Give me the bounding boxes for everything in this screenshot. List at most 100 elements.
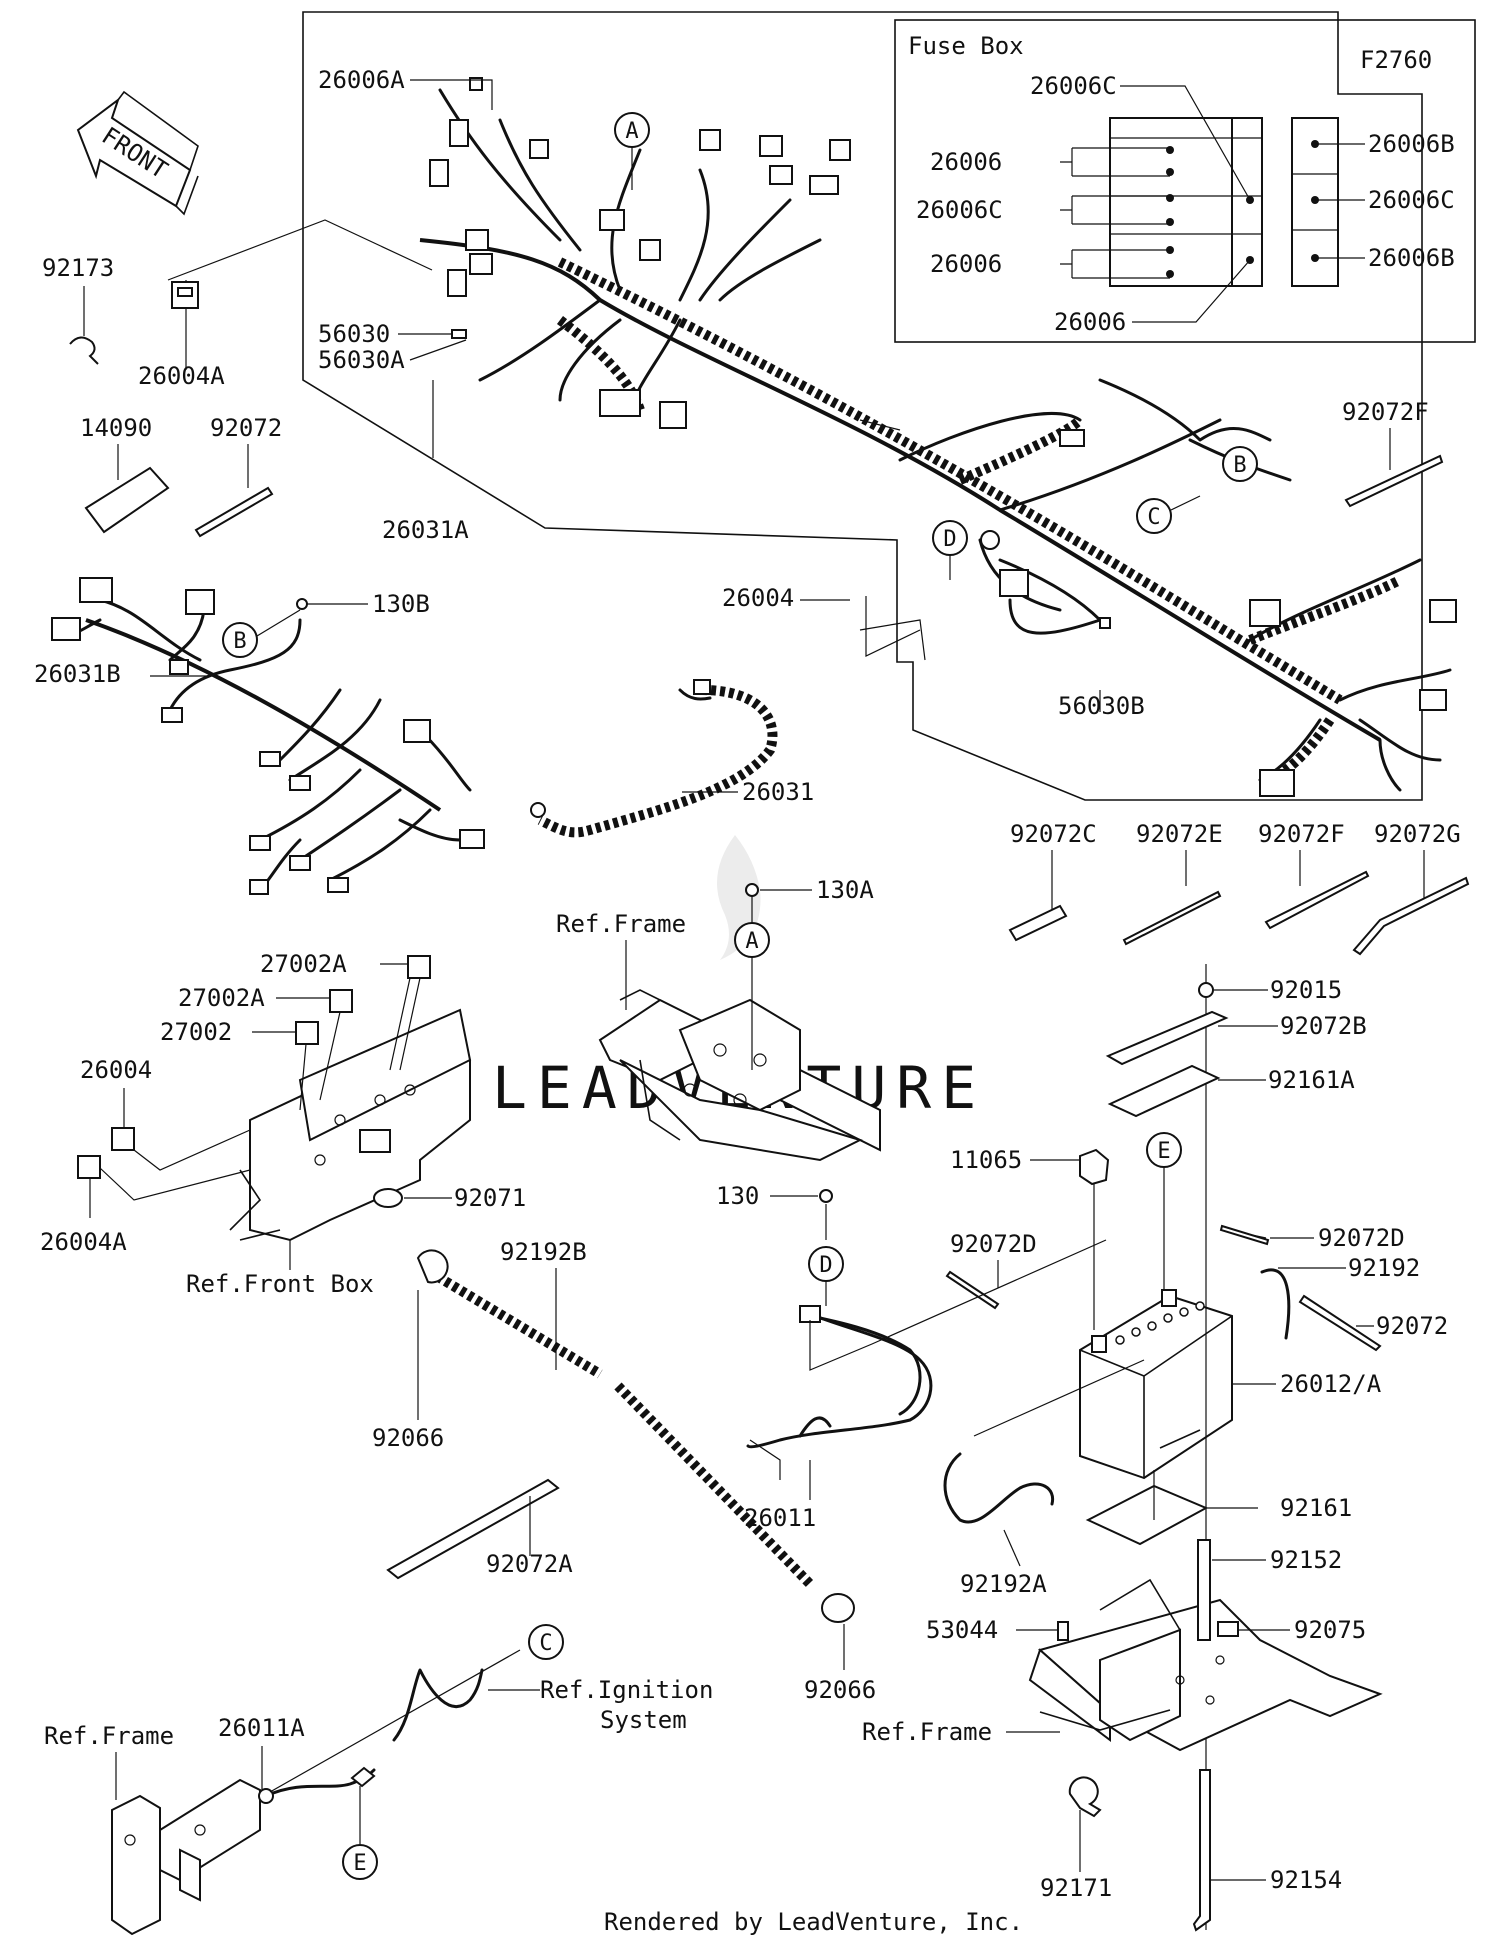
svg-text:E: E bbox=[1157, 1139, 1170, 1164]
ignition-cable bbox=[392, 1668, 484, 1742]
pad-92161 bbox=[1085, 1484, 1209, 1546]
label-92072F-top: 92072F bbox=[1342, 398, 1429, 426]
fuse-label-26006-bottom: 26006 bbox=[1054, 308, 1126, 336]
nut-92015 bbox=[1198, 982, 1214, 998]
fuse-label-26006c-top: 26006C bbox=[1030, 72, 1117, 100]
label-92072D: 92072D bbox=[950, 1230, 1037, 1258]
svg-text:A: A bbox=[745, 929, 758, 954]
callout-B-26031B: B bbox=[222, 622, 258, 658]
svg-text:B: B bbox=[1233, 453, 1246, 478]
fuse-label-26006c-mid: 26006C bbox=[916, 196, 1003, 224]
nut-92075 bbox=[1217, 1621, 1239, 1637]
callout-A-top: A bbox=[614, 112, 650, 148]
label-92171: 92171 bbox=[1040, 1874, 1112, 1902]
label-26011A: 26011A bbox=[218, 1714, 305, 1742]
harness-26031 bbox=[530, 679, 778, 838]
bolt-130A bbox=[745, 883, 759, 897]
tie-92072C bbox=[1008, 904, 1068, 942]
svg-text:A: A bbox=[625, 119, 638, 144]
fuse-label-26006b-1: 26006B bbox=[1368, 130, 1455, 158]
label-92072-top: 92072 bbox=[210, 414, 282, 442]
rod-92152 bbox=[1197, 1539, 1211, 1641]
label-92072A: 92072A bbox=[486, 1550, 573, 1578]
label-56030A: 56030A bbox=[318, 346, 405, 374]
label-130B: 130B bbox=[372, 590, 430, 618]
battery-tray-frame bbox=[1028, 1578, 1383, 1752]
label-92161: 92161 bbox=[1280, 1494, 1352, 1522]
ref-frame-bottom-right: Ref.Frame bbox=[862, 1718, 992, 1746]
bracket-11065 bbox=[1079, 1148, 1110, 1186]
label-92071: 92071 bbox=[454, 1184, 526, 1212]
callouts: A B C D A B D E C E bbox=[222, 112, 1258, 1880]
label-26004A-top: 26004A bbox=[138, 362, 225, 390]
label-26004-mid: 26004 bbox=[722, 584, 794, 612]
harness-26031B bbox=[51, 577, 485, 895]
ref-frame-bottom-left: Ref.Frame bbox=[44, 1722, 174, 1750]
label-26031: 26031 bbox=[742, 778, 814, 806]
ref-front-box: Ref.Front Box bbox=[186, 1270, 374, 1298]
tie-92072D-right bbox=[1219, 1224, 1270, 1246]
label-92072F: 92072F bbox=[1258, 820, 1345, 848]
label-27002: 27002 bbox=[160, 1018, 232, 1046]
fuse-box-section: Fuse Box 26006C 26006 26006C 26006 26006… bbox=[894, 19, 1476, 343]
connector-26004-left bbox=[111, 1127, 135, 1151]
label-92066-bottom: 92066 bbox=[804, 1676, 876, 1704]
front-box-drawing bbox=[229, 1008, 472, 1242]
battery-26012A bbox=[1079, 1289, 1233, 1480]
main-harness-26031A bbox=[419, 77, 1457, 797]
connector-26004A-top bbox=[171, 281, 199, 309]
tie-92072-top bbox=[194, 486, 274, 538]
tie-92072-right bbox=[1298, 1294, 1382, 1352]
cover-92192A bbox=[943, 1452, 1055, 1524]
label-56030B: 56030B bbox=[1058, 692, 1145, 720]
label-26006A: 26006A bbox=[318, 66, 405, 94]
svg-text:D: D bbox=[819, 1253, 832, 1278]
tie-92072G bbox=[1352, 876, 1470, 956]
callout-E-bottom: E bbox=[342, 1844, 378, 1880]
cover-92192B bbox=[416, 1249, 855, 1623]
label-92192B: 92192B bbox=[500, 1238, 587, 1266]
clip-92173 bbox=[69, 336, 99, 365]
label-92072B: 92072B bbox=[1280, 1012, 1367, 1040]
label-92072C: 92072C bbox=[1010, 820, 1097, 848]
tie-92072F-top bbox=[1344, 454, 1444, 508]
bolt-130 bbox=[819, 1189, 833, 1203]
clip-53044 bbox=[1057, 1621, 1069, 1641]
label-92154: 92154 bbox=[1270, 1866, 1342, 1894]
label-14090: 14090 bbox=[80, 414, 152, 442]
label-26031B: 26031B bbox=[34, 660, 121, 688]
label-92075: 92075 bbox=[1294, 1616, 1366, 1644]
fuse-label-26006b-2: 26006B bbox=[1368, 244, 1455, 272]
label-27002A-1: 27002A bbox=[260, 950, 347, 978]
tie-92072A bbox=[386, 1478, 560, 1580]
connectors-27002 bbox=[252, 955, 431, 1111]
figure-code: F2760 bbox=[1360, 46, 1432, 74]
svg-text:B: B bbox=[233, 629, 246, 654]
fuse-label-26006-1: 26006 bbox=[930, 148, 1002, 176]
label-11065: 11065 bbox=[950, 1146, 1022, 1174]
svg-text:C: C bbox=[539, 1631, 552, 1656]
front-arrow: FRONT bbox=[76, 90, 199, 216]
tie-92072E bbox=[1122, 890, 1222, 946]
label-92152: 92152 bbox=[1270, 1546, 1342, 1574]
callout-D-top: D bbox=[932, 520, 968, 556]
connector-26004A-left bbox=[77, 1155, 101, 1179]
label-92192: 92192 bbox=[1348, 1254, 1420, 1282]
label-53044: 53044 bbox=[926, 1616, 998, 1644]
label-92015: 92015 bbox=[1270, 976, 1342, 1004]
label-26011: 26011 bbox=[744, 1504, 816, 1532]
fuse-label-26006c-right: 26006C bbox=[1368, 186, 1455, 214]
label-92066-top: 92066 bbox=[372, 1424, 444, 1452]
label-26012A: 26012/A bbox=[1280, 1370, 1382, 1398]
svg-text:E: E bbox=[353, 1851, 366, 1876]
tie-92072D bbox=[945, 1270, 1000, 1310]
callout-D-26011: D bbox=[808, 1246, 844, 1282]
svg-text:D: D bbox=[943, 527, 956, 552]
label-92192A: 92192A bbox=[960, 1570, 1047, 1598]
label-92072-right: 92072 bbox=[1376, 1312, 1448, 1340]
label-27002A-2: 27002A bbox=[178, 984, 265, 1012]
label-130A: 130A bbox=[816, 876, 874, 904]
bracket-92072B bbox=[1105, 1010, 1229, 1066]
label-56030: 56030 bbox=[318, 320, 390, 348]
